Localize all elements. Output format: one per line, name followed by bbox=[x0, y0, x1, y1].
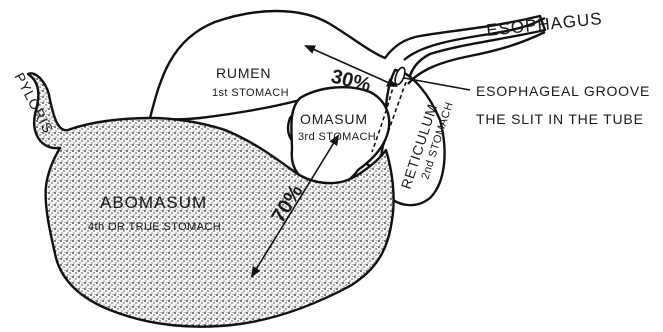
abomasum-sub-label: 4th OR TRUE STOMACH bbox=[88, 221, 221, 233]
esophagus-label: ESOPHAGUS bbox=[485, 9, 603, 40]
abomasum-label: ABOMASUM bbox=[100, 193, 207, 212]
esophageal-groove-label: ESOPHAGEAL GROOVE bbox=[476, 83, 650, 99]
rumen-label: RUMEN bbox=[216, 65, 271, 81]
omasum-label: OMASUM bbox=[300, 111, 368, 127]
slit-label: THE SLIT IN THE TUBE bbox=[476, 111, 644, 127]
omasum-sub-label: 3rd STOMACH bbox=[298, 131, 376, 143]
rumen-sub-label: 1st STOMACH bbox=[212, 87, 289, 99]
